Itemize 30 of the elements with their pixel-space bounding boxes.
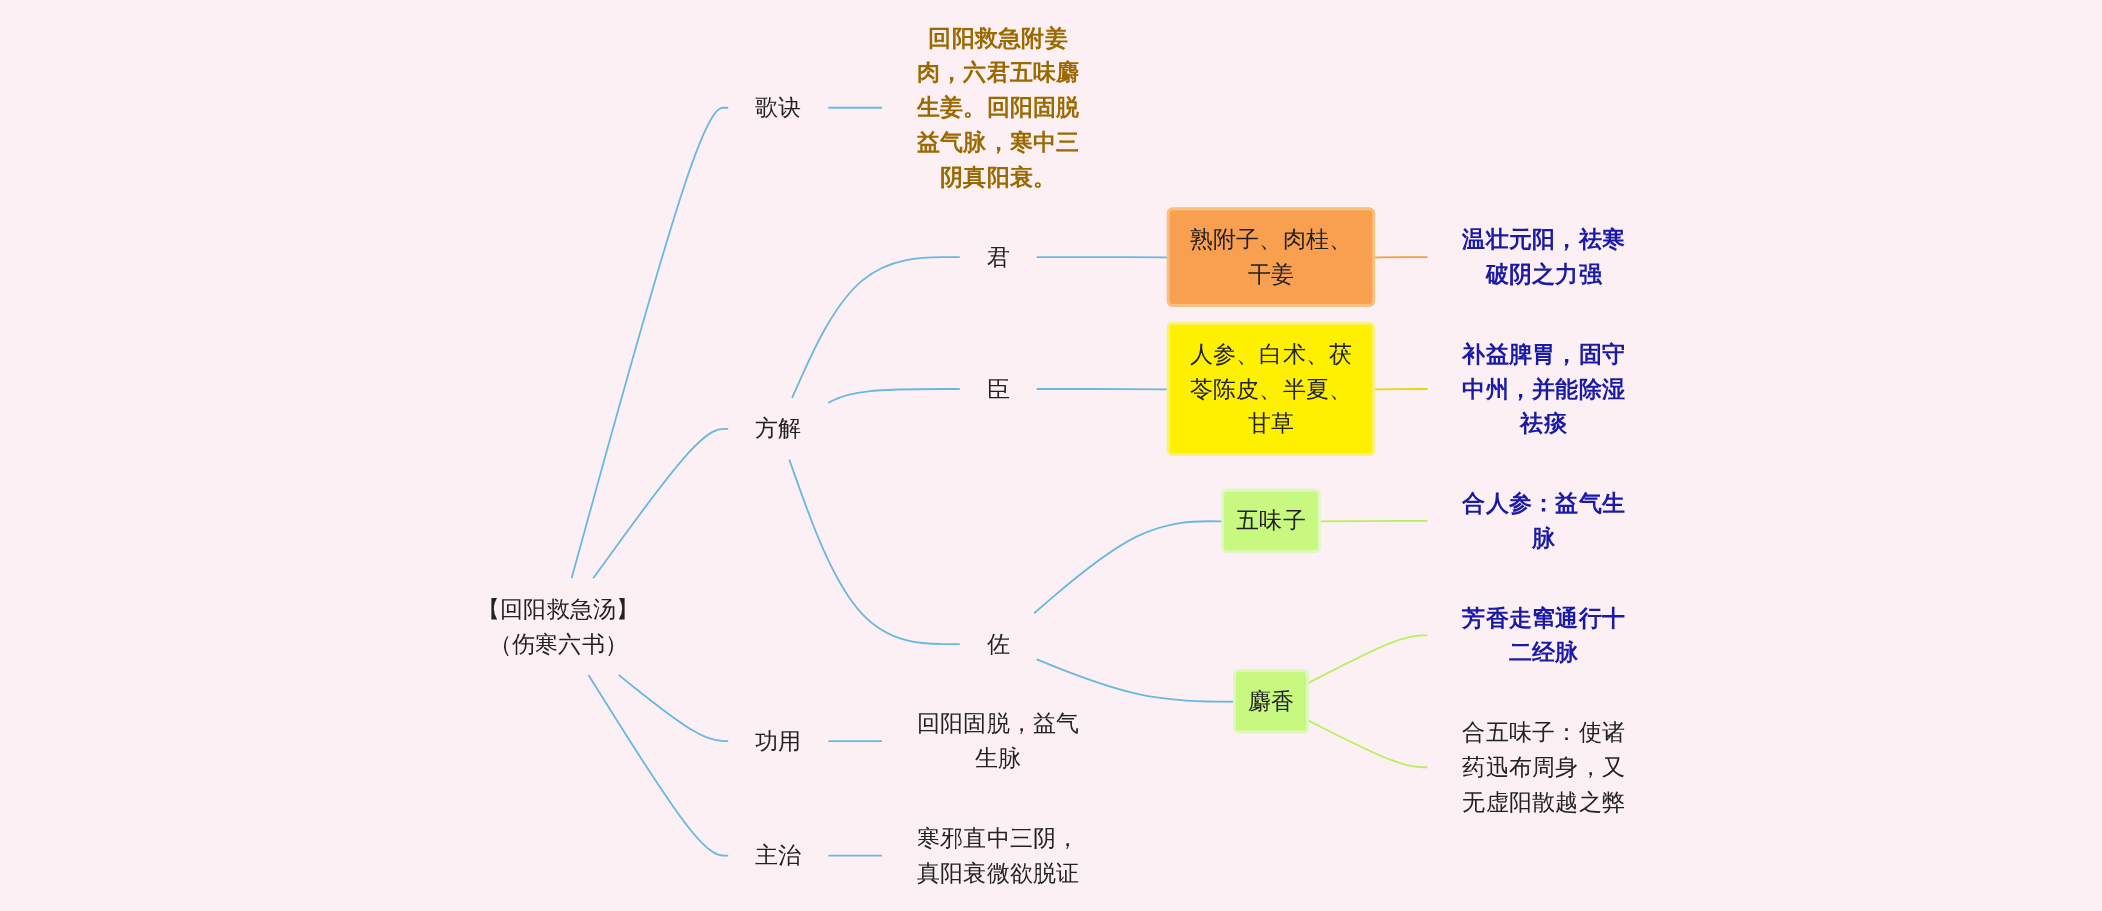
connector — [827, 388, 961, 404]
connector — [827, 854, 883, 857]
connector — [788, 458, 961, 645]
node-text: 功用 — [755, 727, 802, 755]
node-text: 方解 — [755, 414, 802, 442]
node-text: 主治 — [755, 841, 802, 869]
connector — [617, 674, 730, 742]
node-text: 补益脾胃，固守中州，并能除湿祛痰 — [1462, 340, 1626, 437]
connector — [1373, 256, 1429, 259]
node-text: 【回阳救急汤】（伤寒六书） — [476, 595, 640, 658]
node-text: 合五味子：使诸药迅布周身，又无虚阳散越之弊 — [1462, 718, 1626, 816]
connector — [827, 106, 883, 109]
node-text: 臣 — [986, 375, 1010, 402]
connector — [1307, 719, 1429, 769]
node-text: 回阳固脱，益气生脉 — [916, 709, 1080, 772]
node-text: 歌诀 — [755, 93, 802, 121]
node-text: 寒邪直中三阴，真阳衰微欲脱证 — [916, 824, 1080, 886]
node-text: 君 — [986, 243, 1010, 271]
connector — [827, 740, 883, 742]
node-text: 回阳救急附姜肉，六君五味麝生姜。回阳固脱益气脉，寒中三阴真阳衰。 — [916, 24, 1080, 191]
node-text: 芳香走窜通行十二经脉 — [1462, 604, 1626, 666]
connector — [570, 106, 730, 580]
connector — [791, 256, 961, 399]
connector — [587, 674, 730, 857]
node-text: 温壮元阳，祛寒破阴之力强 — [1462, 225, 1626, 288]
connector — [592, 427, 730, 580]
node-text: 合人参：益气生脉 — [1462, 489, 1626, 552]
node-text: 佐 — [986, 630, 1010, 658]
connector — [1373, 388, 1429, 391]
connector — [1307, 634, 1429, 684]
